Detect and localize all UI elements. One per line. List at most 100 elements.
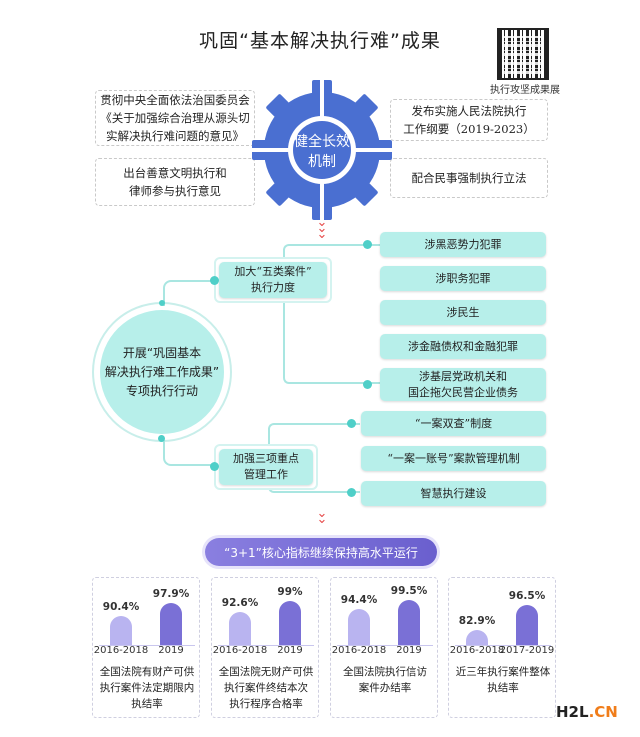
text-line: 律师参与执行意见 [129, 184, 221, 198]
text-line: 健全长效 [294, 134, 350, 150]
bar [229, 612, 251, 645]
text-line: 执行案件终结本次 [224, 682, 308, 694]
management-item: “一案双查”制度 [361, 411, 546, 436]
metric-card: 92.6% 99% 2016-2018 2019 全国法院无财产可供执行案件终结本次执行… [211, 577, 319, 718]
branch-box: 加大“五类案件” 执行力度 [214, 257, 332, 303]
bar [279, 600, 301, 645]
bar-value-label: 97.9% [152, 587, 190, 600]
case-item: 涉民生 [380, 300, 546, 325]
connector [163, 280, 215, 306]
text-line: 工作纲要（2019-2023） [403, 122, 535, 136]
connector [283, 244, 380, 384]
mechanism-item: 出台善意文明执行和 律师参与执行意见 [95, 158, 255, 206]
connector-dot [363, 380, 372, 389]
connector-dot [347, 419, 356, 428]
bar [348, 609, 370, 645]
branch-five-cases: 加大“五类案件” 执行力度 [219, 262, 327, 298]
text-line: 贯彻中央全面依法治国委员会 [100, 93, 250, 107]
action-center: 开展“巩固基本 解决执行难工作成果” 专项执行行动 [100, 310, 224, 434]
metric-caption: 全国法院执行信访案件办结率 [333, 664, 437, 696]
page-title: 巩固“基本解决执行难”成果 [199, 30, 441, 52]
watermark-main: H2L [556, 703, 589, 721]
bar-value-label: 94.4% [340, 594, 378, 607]
metric-caption: 近三年执行案件整体执结率 [451, 664, 555, 696]
connector-dot [210, 462, 219, 471]
text-line: 案件办结率 [358, 682, 412, 694]
bar-plot: 90.4% 97.9% [99, 586, 195, 646]
period-label: 2016-2018 [331, 645, 387, 656]
case-item: 涉职务犯罪 [380, 266, 546, 291]
period-label: 2019 [158, 645, 184, 656]
text-line: 近三年执行案件整体 [455, 666, 551, 678]
bar-value-label: 99.5% [390, 584, 428, 597]
text-line: 加大“五类案件” [234, 265, 312, 278]
connector-dot [158, 435, 165, 442]
text-line: 执行力度 [251, 281, 295, 294]
bar-plot: 82.9% 96.5% [455, 586, 551, 646]
branch-box: 加强三项重点 管理工作 [214, 444, 318, 490]
text-line: 全国法院有财产可供 [99, 666, 195, 678]
bar-value-label: 99% [277, 585, 303, 598]
gear-icon [250, 78, 394, 222]
qr-caption: 执行攻坚成果展 [490, 85, 560, 96]
text-line: 涉基层党政机关和 [419, 369, 507, 383]
text-line: 执结率 [487, 682, 519, 694]
text-line: 加强三项重点 [233, 452, 299, 465]
bar-plot: 92.6% 99% [218, 586, 314, 646]
bar [398, 599, 420, 645]
metric-caption: 全国法院无财产可供执行案件终结本次执行程序合格率 [214, 664, 318, 712]
case-item: 涉金融债权和金融犯罪 [380, 334, 546, 359]
text-line: 机制 [308, 154, 336, 170]
bar-value-label: 96.5% [508, 590, 546, 603]
text-line: 开展“巩固基本 [122, 345, 202, 360]
text-line: 执行程序合格率 [229, 698, 303, 710]
period-label: 2019 [277, 645, 303, 656]
text-line: 出台善意文明执行和 [123, 166, 227, 180]
text-line: 执结率 [131, 698, 163, 710]
bar [160, 602, 182, 645]
text-line: 《关于加强综合治理从源头切 [100, 111, 250, 125]
bar-value-label: 82.9% [458, 614, 496, 627]
text-line: 全国法院执行信访 [343, 666, 427, 678]
period-label: 2016-2018 [212, 645, 268, 656]
text-line: 执行案件法定期限内 [99, 682, 195, 694]
qr-code [497, 28, 549, 80]
connector-dot [159, 300, 165, 306]
connector-dot [210, 276, 219, 285]
bar [110, 616, 132, 645]
metrics-banner: “3+1”核心指标继续保持高水平运行 [205, 538, 437, 566]
watermark-suffix: .CN [588, 703, 618, 721]
chevron-down-icon: ⌄⌄ [316, 506, 328, 527]
text-line: 配合民事强制执行立法 [411, 171, 527, 185]
management-item: “一案一账号”案款管理机制 [361, 446, 546, 471]
text-line: 全国法院无财产可供 [218, 666, 314, 678]
watermark-logo: H2L.CN [556, 703, 618, 721]
mechanism-item: 配合民事强制执行立法 [390, 158, 548, 198]
metric-caption: 全国法院有财产可供执行案件法定期限内执结率 [95, 664, 199, 712]
text-line: 专项执行行动 [125, 383, 198, 398]
period-label: 2016-2018 [93, 645, 149, 656]
metric-card: 94.4% 99.5% 2016-2018 2019 全国法院执行信访案件办结率 [330, 577, 438, 718]
branch-three-management: 加强三项重点 管理工作 [219, 449, 313, 485]
case-item: 涉黑恶势力犯罪 [380, 232, 546, 257]
bar [516, 605, 538, 645]
chevron-down-icon: ⌄⌄⌄ [316, 215, 328, 242]
text-line: 管理工作 [244, 468, 288, 481]
mechanism-item: 发布实施人民法院执行 工作纲要（2019-2023） [390, 99, 548, 141]
bar-plot: 94.4% 99.5% [337, 584, 433, 646]
period-label: 2017-2019 [499, 645, 555, 656]
connector-dot [347, 488, 356, 497]
case-item: 涉基层党政机关和 国企拖欠民营企业债务 [380, 368, 546, 401]
bar [466, 629, 488, 645]
bar-value-label: 90.4% [102, 601, 140, 614]
period-label: 2019 [396, 645, 422, 656]
text-line: 解决执行难工作成果” [104, 364, 220, 379]
text-line: 国企拖欠民营企业债务 [408, 385, 518, 399]
text-line: 发布实施人民法院执行 [411, 104, 527, 118]
metric-card: 90.4% 97.9% 2016-2018 2019 全国法院有财产可供执行案件法定期限… [92, 577, 200, 718]
connector-dot [363, 240, 372, 249]
management-item: 智慧执行建设 [361, 481, 546, 506]
bar-value-label: 92.6% [221, 597, 259, 610]
period-label: 2016-2018 [449, 645, 505, 656]
